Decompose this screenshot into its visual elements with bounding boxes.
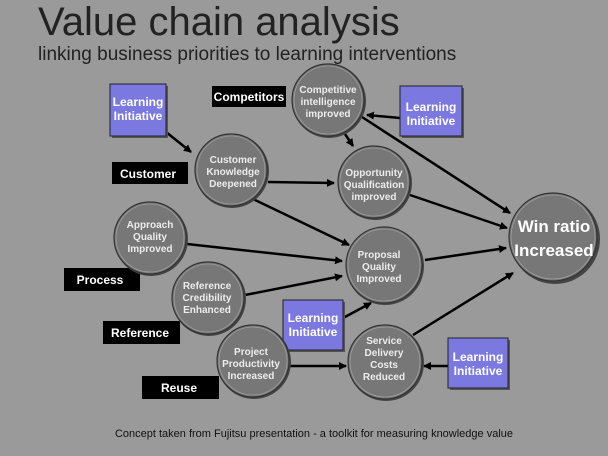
- node-proposal-quality: Proposal Quality Improved: [345, 226, 424, 305]
- svg-text:Qualification: Qualification: [344, 180, 405, 191]
- arrow-reference-to-proposal: [244, 273, 343, 297]
- arrow-customer-to-opportunity: [267, 178, 335, 187]
- svg-text:Credibility: Credibility: [183, 293, 232, 304]
- svg-text:Customer: Customer: [210, 155, 257, 166]
- tag-reference: Reference: [103, 321, 180, 344]
- svg-text:Project: Project: [234, 347, 269, 358]
- svg-text:Improved: Improved: [356, 274, 401, 285]
- learning-initiative-box: Learning Initiative: [399, 85, 464, 138]
- svg-text:Knowledge: Knowledge: [206, 167, 260, 178]
- svg-text:Increased: Increased: [514, 241, 593, 260]
- arrow-competitive-to-opportunity: [343, 133, 355, 147]
- initiative-label: Initiative: [114, 109, 163, 123]
- footer-citation: Concept taken from Fujitsu presentation …: [114, 428, 514, 440]
- arrow-initiative1-to-customer: [165, 131, 192, 153]
- svg-text:Service: Service: [366, 336, 402, 347]
- svg-text:Deepened: Deepened: [209, 179, 257, 190]
- svg-text:Improved: Improved: [127, 244, 172, 255]
- node-win-ratio: Win ratio Increased: [508, 192, 600, 284]
- svg-text:Delivery: Delivery: [365, 348, 404, 359]
- learning-initiative-box: Learning Initiative: [282, 299, 345, 352]
- svg-text:Process: Process: [77, 273, 124, 287]
- arrow-proposal-to-win: [424, 245, 507, 262]
- svg-text:Quality: Quality: [362, 262, 396, 273]
- svg-text:Proposal: Proposal: [358, 250, 401, 261]
- svg-text:Reuse: Reuse: [161, 381, 197, 395]
- svg-text:Opportunity: Opportunity: [345, 168, 403, 179]
- node-project-productivity: Project Productivity Increased: [216, 324, 291, 399]
- initiative-label: Learning: [453, 350, 504, 364]
- initiative-label: Initiative: [454, 364, 503, 378]
- tag-process: Process: [64, 268, 140, 291]
- arrow-competitive-to-win: [361, 115, 511, 215]
- page-title: Value chain analysis: [38, 0, 400, 44]
- svg-text:Enhanced: Enhanced: [183, 305, 231, 316]
- tag-competitors: Competitors: [212, 86, 286, 107]
- initiative-label: Learning: [113, 95, 164, 109]
- tag-customer: Customer: [112, 162, 188, 184]
- node-competitive-intelligence: Competitive intelligence improved: [291, 63, 366, 138]
- page-subtitle: linking business priorities to learning …: [38, 44, 457, 65]
- node-opportunity-qualification: Opportunity Qualification improved: [337, 145, 412, 220]
- svg-text:Costs: Costs: [370, 360, 398, 371]
- initiative-label: Learning: [288, 311, 339, 325]
- svg-text:Customer: Customer: [120, 167, 176, 181]
- arrows: [165, 111, 514, 370]
- node-customer-knowledge: Customer Knowledge Deepened: [194, 133, 269, 208]
- svg-text:Competitors: Competitors: [214, 90, 285, 104]
- arrow-approach-to-proposal: [186, 242, 343, 265]
- initiative-label: Initiative: [407, 114, 456, 128]
- node-reference-credibility: Reference Credibility Enhanced: [171, 261, 246, 336]
- svg-text:Reference: Reference: [183, 281, 232, 292]
- svg-text:Win ratio: Win ratio: [518, 217, 591, 236]
- arrow-initiative2-to-competitive: [366, 111, 401, 120]
- svg-text:intelligence: intelligence: [300, 97, 355, 108]
- svg-text:Increased: Increased: [228, 371, 275, 382]
- node-service-delivery: Service Delivery Costs Reduced: [347, 324, 424, 401]
- svg-text:Approach: Approach: [127, 220, 174, 231]
- svg-text:improved: improved: [305, 109, 350, 120]
- initiative-label: Initiative: [289, 325, 338, 339]
- arrow-initiative3-to-proposal: [342, 301, 372, 320]
- node-approach-quality: Approach Quality Improved: [113, 201, 188, 276]
- svg-text:Reference: Reference: [111, 326, 169, 340]
- tag-reuse: Reuse: [142, 376, 219, 399]
- arrow-opportunity-to-win: [409, 193, 508, 230]
- svg-text:Reduced: Reduced: [363, 372, 405, 383]
- arrow-service-to-win: [412, 271, 514, 337]
- initiative-label: Learning: [406, 100, 457, 114]
- learning-initiative-box: Learning Initiative: [109, 83, 168, 138]
- svg-text:Quality: Quality: [133, 232, 167, 243]
- svg-text:Productivity: Productivity: [222, 359, 280, 370]
- svg-text:improved: improved: [351, 192, 396, 203]
- arrow-customer-to-proposal: [252, 197, 350, 247]
- svg-text:Competitive: Competitive: [299, 85, 357, 96]
- learning-initiative-box: Learning Initiative: [447, 337, 510, 390]
